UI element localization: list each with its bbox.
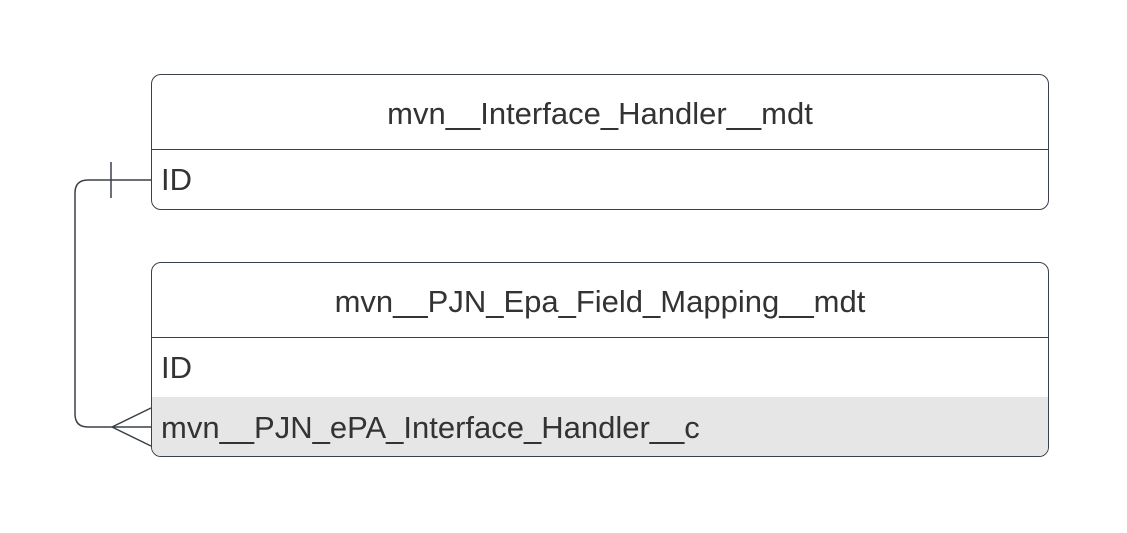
field-row-id[interactable]: ID xyxy=(152,150,1048,209)
entity-title: mvn__Interface_Handler__mdt xyxy=(152,75,1048,150)
field-label: ID xyxy=(161,349,192,385)
field-row-id[interactable]: ID xyxy=(152,338,1048,397)
many-cardinality-crow-foot-upper xyxy=(111,407,152,428)
entity-interface-handler[interactable]: mvn__Interface_Handler__mdt ID xyxy=(151,74,1049,210)
entity-title: mvn__PJN_Epa_Field_Mapping__mdt xyxy=(152,263,1048,338)
many-cardinality-crow-foot-lower xyxy=(111,426,152,447)
field-row-interface-handler-ref[interactable]: mvn__PJN_ePA_Interface_Handler__c xyxy=(152,397,1048,456)
field-label: mvn__PJN_ePA_Interface_Handler__c xyxy=(161,409,700,445)
relationship-line[interactable] xyxy=(74,179,151,428)
entity-epa-field-mapping[interactable]: mvn__PJN_Epa_Field_Mapping__mdt ID mvn__… xyxy=(151,262,1049,457)
field-label: ID xyxy=(161,161,192,197)
